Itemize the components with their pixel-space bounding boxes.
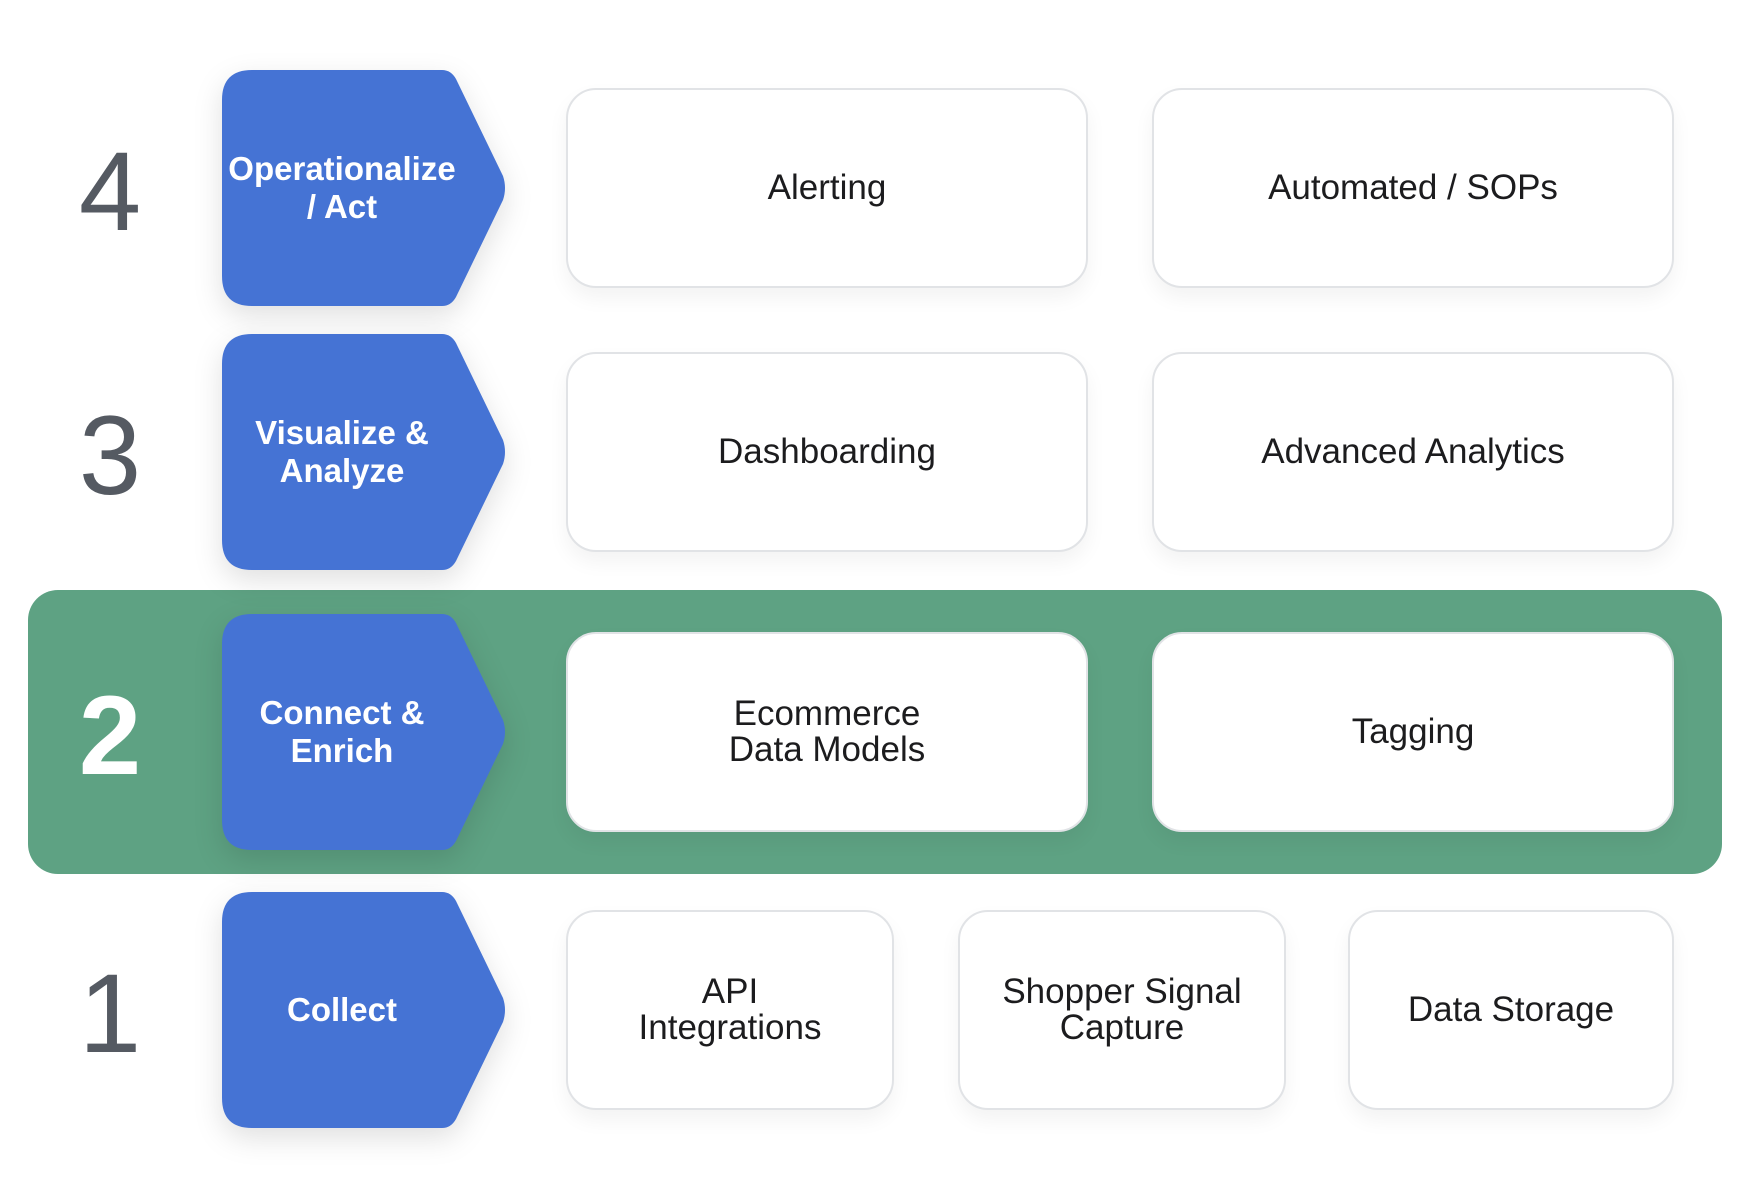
stage-tag-connect-enrich[interactable]: Connect & Enrich <box>222 614 506 850</box>
chevron-tag-shape <box>222 614 505 850</box>
stage-label: Connect & Enrich <box>259 694 425 769</box>
level-number-1: 1 <box>78 951 142 1076</box>
capability-card-tagging[interactable]: Tagging <box>1152 632 1674 832</box>
level-number-2: 2 <box>78 673 142 798</box>
stage-label: Operationalize / Act <box>228 150 456 225</box>
capability-card-ecommerce-data-models[interactable]: Ecommerce Data Models <box>566 632 1088 832</box>
capability-card-advanced-analytics[interactable]: Advanced Analytics <box>1152 352 1674 552</box>
chevron-tag-shape <box>222 334 505 570</box>
stage-label: Visualize & Analyze <box>255 414 429 489</box>
chevron-tag-shape <box>222 70 505 306</box>
capability-card-data-storage[interactable]: Data Storage <box>1348 910 1674 1110</box>
capability-card-shopper-signal-capture[interactable]: Shopper Signal Capture <box>958 910 1286 1110</box>
chevron-tag-shape <box>222 892 505 1128</box>
capability-card-automated-sops[interactable]: Automated / SOPs <box>1152 88 1674 288</box>
stage-tag-collect[interactable]: Collect <box>222 892 506 1128</box>
level-number-3: 3 <box>78 393 142 518</box>
stage-tag-operationalize[interactable]: Operationalize / Act <box>222 70 506 306</box>
stage-tag-visualize-analyze[interactable]: Visualize & Analyze <box>222 334 506 570</box>
capability-card-api-integrations[interactable]: API Integrations <box>566 910 894 1110</box>
stage-label: Collect <box>286 991 398 1028</box>
capability-card-dashboarding[interactable]: Dashboarding <box>566 352 1088 552</box>
capability-card-alerting[interactable]: Alerting <box>566 88 1088 288</box>
level-number-4: 4 <box>78 129 142 254</box>
